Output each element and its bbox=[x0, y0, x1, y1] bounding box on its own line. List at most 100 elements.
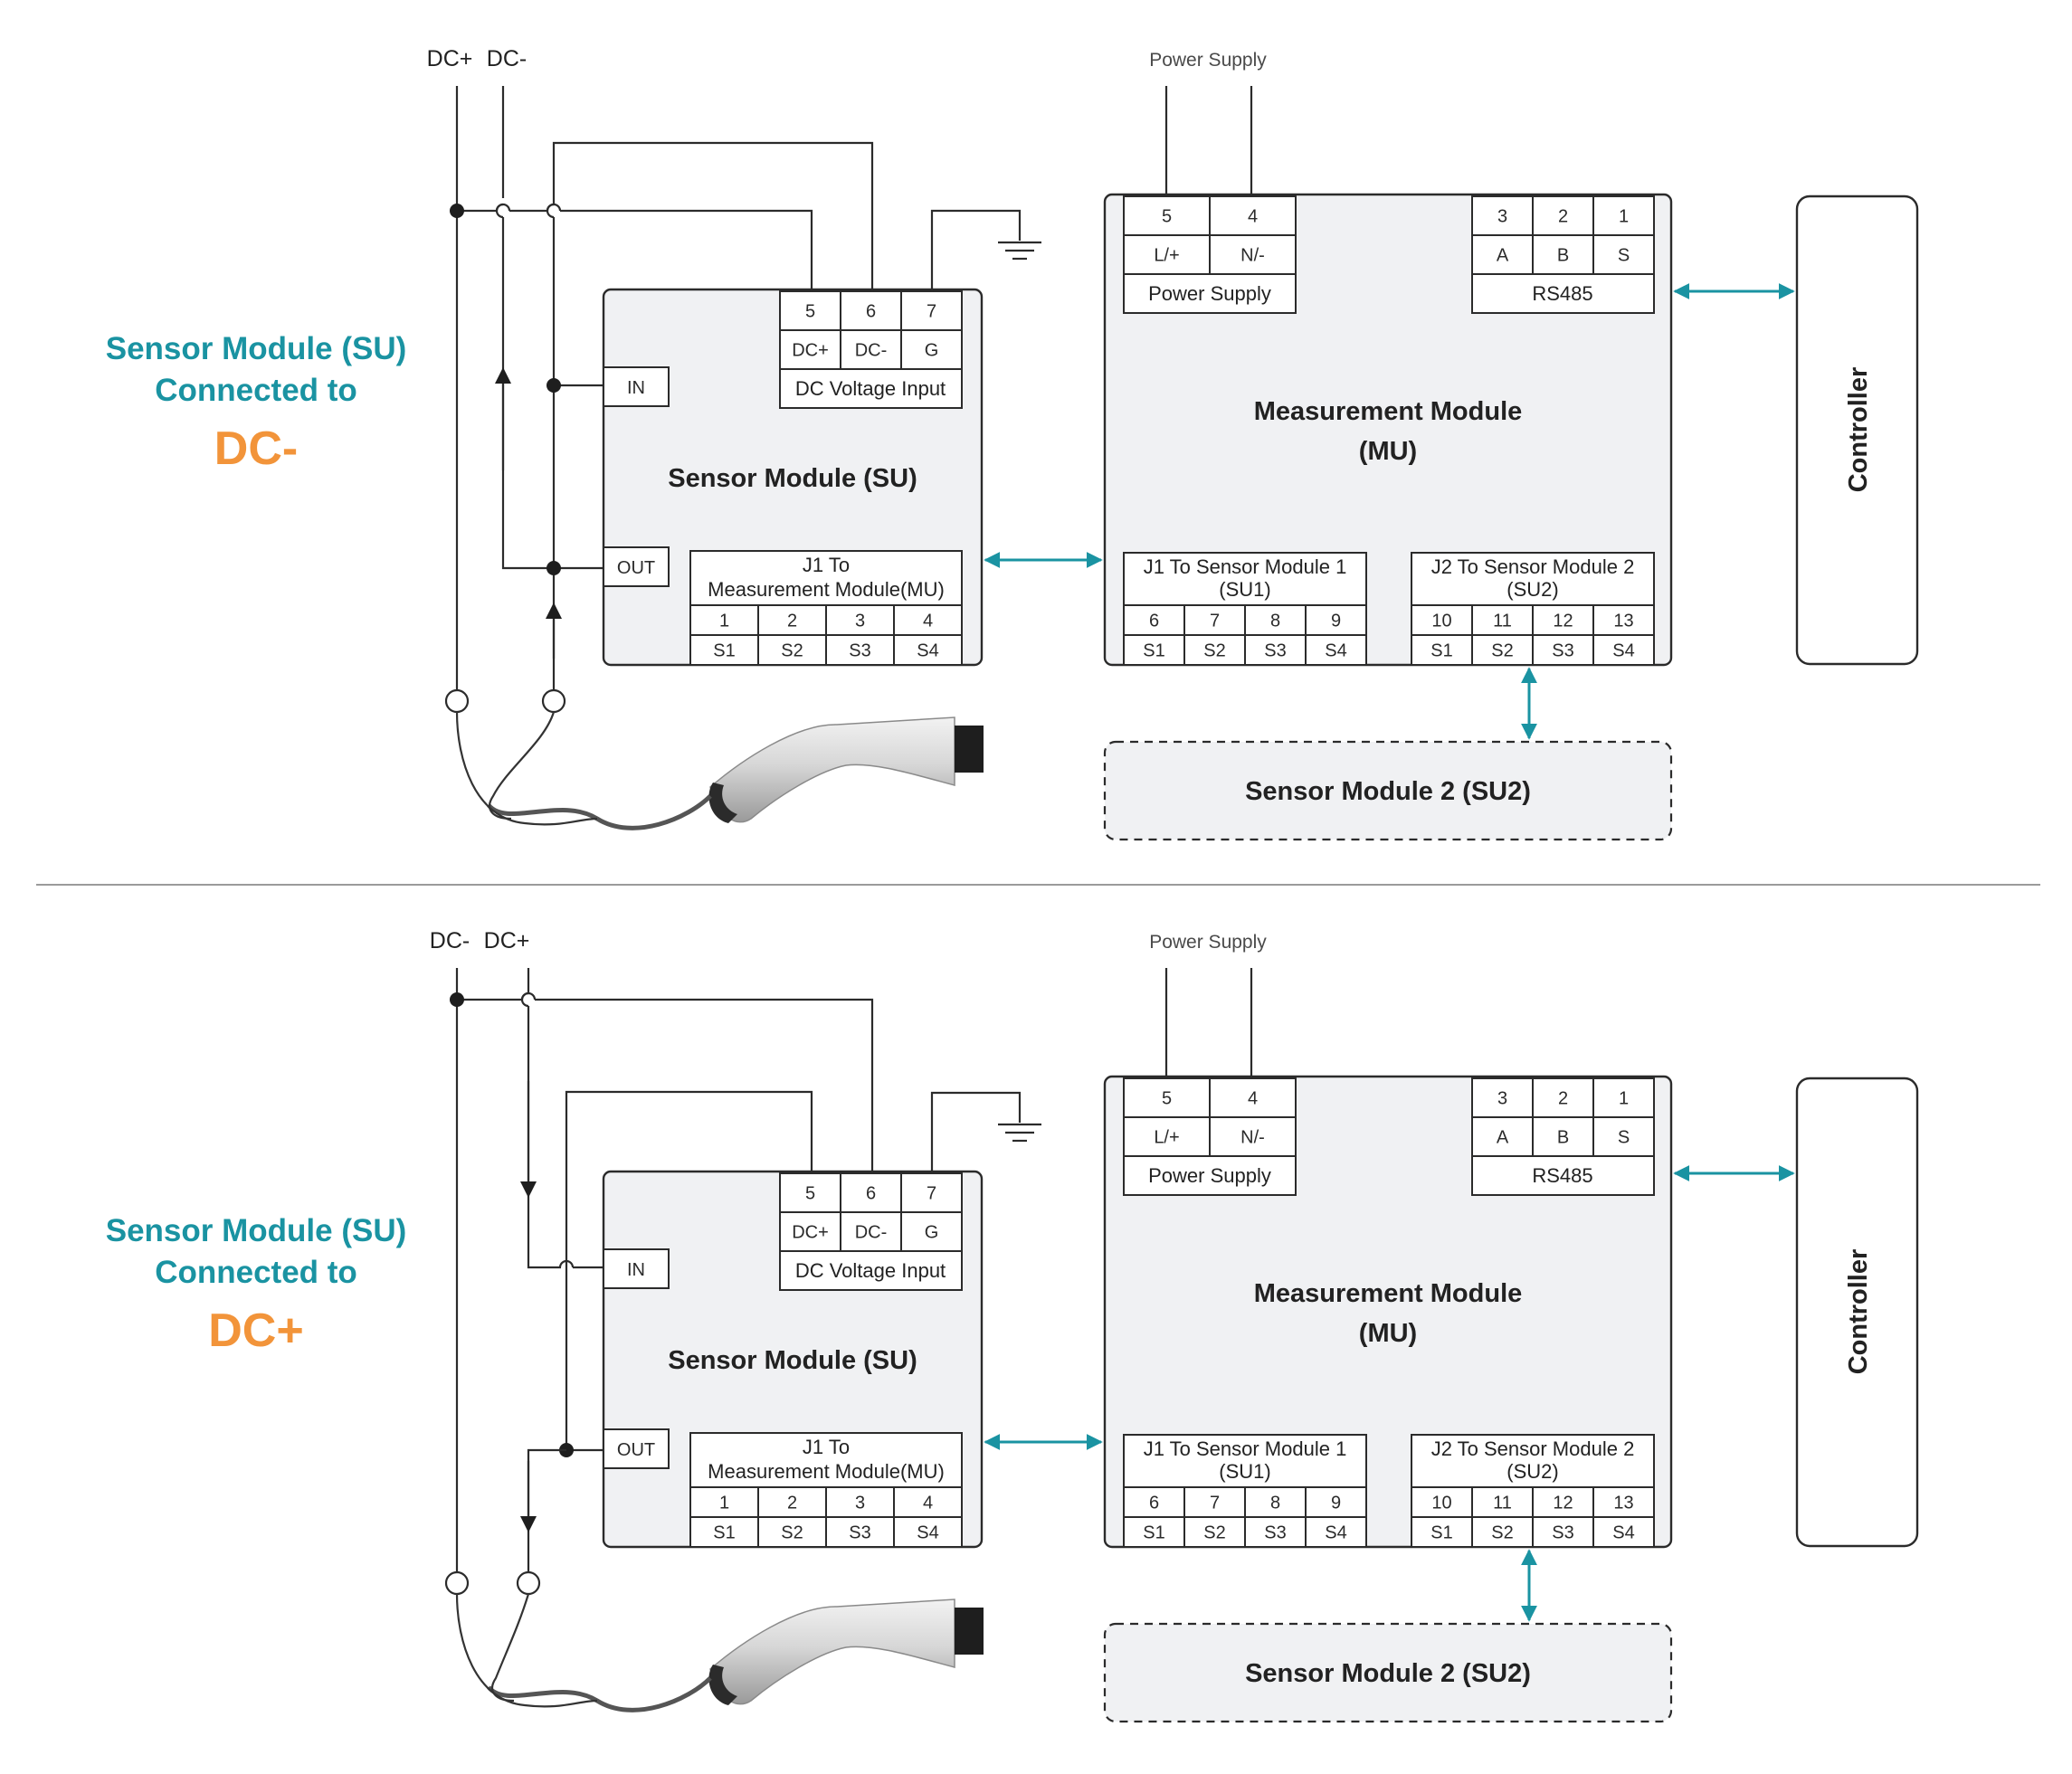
sensor-module-2-label: Sensor Module 2 (SU2) bbox=[1245, 1659, 1531, 1688]
bus-label-1: DC- bbox=[430, 928, 470, 953]
mu-j2-pins-cell bbox=[1411, 634, 1473, 666]
mu-rs485-pins-signals: B bbox=[1557, 246, 1569, 266]
su-j1-caption-1: J1 To bbox=[803, 1436, 850, 1458]
mu-j2-caption-cell bbox=[1411, 552, 1655, 606]
mu-power-pins-signals: N/- bbox=[1240, 1128, 1265, 1148]
mu-power-pins-cell bbox=[1209, 195, 1297, 236]
controller-label: Controller bbox=[1844, 1249, 1873, 1375]
su-j1-pins-pins: 2 bbox=[787, 1494, 797, 1513]
mu-j1-pins-cell bbox=[1305, 1516, 1367, 1548]
wire-to-dc-plus-pin bbox=[560, 209, 813, 291]
wire-crossover bbox=[546, 203, 562, 212]
su-j1-pins-pins: 3 bbox=[855, 612, 865, 631]
mu-j2-pins-cell bbox=[1592, 604, 1655, 636]
su-j1-pins-cell bbox=[757, 604, 827, 636]
su-dc-input-pins-pins: 6 bbox=[866, 302, 876, 322]
su-dc-input-caption: DC Voltage Input bbox=[795, 1259, 946, 1282]
mu-rs485-pins-signals: S bbox=[1618, 246, 1630, 266]
mu-rs485-pins-cell bbox=[1532, 1116, 1594, 1157]
mu-power-pins-pins: 5 bbox=[1162, 1089, 1172, 1109]
mu-j2-pins-pins: 11 bbox=[1493, 612, 1512, 631]
plug-grip bbox=[708, 1665, 737, 1705]
mu-j1-pins-cell bbox=[1123, 634, 1185, 666]
side-label-big: DC- bbox=[214, 422, 298, 475]
su-j1-pins-signals: S1 bbox=[713, 641, 735, 661]
mu-power-pins-cell bbox=[1209, 1077, 1297, 1118]
mu-j2-pins-cell bbox=[1411, 1486, 1473, 1518]
su-j1-pins-signals: S2 bbox=[781, 1523, 803, 1543]
mu-power-caption-cell bbox=[1123, 273, 1297, 314]
su-dc-input-pins-pins: 5 bbox=[805, 302, 815, 322]
mu-rs485-pins-signals: B bbox=[1557, 1128, 1569, 1148]
mu-j2-pins-cell bbox=[1471, 1516, 1534, 1548]
mu-rs485-caption: RS485 bbox=[1532, 1164, 1592, 1187]
mu-j1-pins-pins: 9 bbox=[1331, 612, 1341, 631]
su-dc-input-pins-signals: G bbox=[925, 341, 939, 361]
measurement-module-title-1: Measurement Module bbox=[1254, 397, 1523, 426]
mu-j2-pins-cell bbox=[1471, 604, 1534, 636]
mu-rs485-pins-pins: 1 bbox=[1619, 1089, 1629, 1109]
mu-j2-pins-signals: S4 bbox=[1612, 1523, 1634, 1543]
terminal-ring bbox=[541, 688, 566, 714]
su-dc-input-pins-signals: DC- bbox=[855, 341, 888, 361]
mu-j1-pins-signals: S1 bbox=[1143, 641, 1164, 661]
mu-j2-caption-1: J2 To Sensor Module 2 bbox=[1431, 1437, 1635, 1460]
su-dc-input-pins-cell bbox=[840, 290, 902, 331]
measurement-module-title-1: Measurement Module bbox=[1254, 1279, 1523, 1308]
su-j1-caption-2: Measurement Module(MU) bbox=[708, 578, 945, 601]
bus-dc-plus-to-in bbox=[527, 1006, 561, 1269]
su-dc-input-pins-signals: G bbox=[925, 1223, 939, 1243]
mu-rs485-pins-pins: 3 bbox=[1497, 207, 1507, 227]
mu-j1-pins-cell bbox=[1244, 634, 1307, 666]
mu-j2-pins-signals: S1 bbox=[1430, 641, 1452, 661]
panel-dc-minus: Sensor Module (SU)Connected toDC-DC+DC-S… bbox=[106, 46, 1919, 841]
mu-j1-pins-signals: S4 bbox=[1325, 641, 1346, 661]
ground-wire bbox=[930, 209, 1022, 291]
cable-wire-2 bbox=[489, 711, 556, 821]
bus-dc-minus-to-out bbox=[501, 217, 604, 570]
su-j1-caption-cell bbox=[689, 550, 963, 606]
junction-dot bbox=[547, 561, 561, 575]
mu-j1-pins-cell bbox=[1183, 1516, 1246, 1548]
su-dc-input-pins-pins: 6 bbox=[866, 1184, 876, 1204]
cable-wire-2 bbox=[491, 1593, 530, 1703]
mu-j2-pins-cell bbox=[1592, 634, 1655, 666]
mu-j1-caption-2: (SU1) bbox=[1219, 1460, 1270, 1483]
controller-label: Controller bbox=[1844, 367, 1873, 493]
su-j1-pins-signals: S3 bbox=[849, 641, 870, 661]
mu-rs485-pins-cell bbox=[1471, 234, 1534, 275]
mu-rs485-pins-cell bbox=[1532, 234, 1594, 275]
mu-rs485-pins-signals: S bbox=[1618, 1128, 1630, 1148]
su-j1-pins-cell bbox=[689, 1516, 759, 1548]
su-j1-pins-pins: 4 bbox=[923, 612, 933, 631]
mu-power-pins-pins: 5 bbox=[1162, 207, 1172, 227]
su-j1-pins-cell bbox=[757, 634, 827, 666]
su-j1-caption-2: Measurement Module(MU) bbox=[708, 1460, 945, 1483]
side-label-line1: Sensor Module (SU) bbox=[106, 331, 407, 366]
measurement-module-title-2: (MU) bbox=[1359, 1319, 1417, 1348]
mu-j2-pins-pins: 13 bbox=[1613, 612, 1633, 631]
mu-rs485-pins-pins: 1 bbox=[1619, 207, 1629, 227]
ground-wire bbox=[930, 1091, 1022, 1173]
mu-j2-pins-pins: 10 bbox=[1431, 1494, 1451, 1513]
mu-j2-caption-2: (SU2) bbox=[1506, 578, 1558, 601]
sensor-module-title: Sensor Module (SU) bbox=[668, 464, 917, 493]
power-supply-label: Power Supply bbox=[1149, 932, 1267, 953]
mu-j1-pins-pins: 6 bbox=[1149, 1494, 1159, 1513]
wire-crossover bbox=[520, 991, 537, 1001]
mu-j1-caption-2: (SU1) bbox=[1219, 578, 1270, 601]
su-dc-input-caption-cell bbox=[779, 1250, 963, 1291]
mu-j2-pins-pins: 12 bbox=[1553, 1494, 1573, 1513]
sensor-module-2-label: Sensor Module 2 (SU2) bbox=[1245, 777, 1531, 806]
bus-label-2: DC- bbox=[487, 46, 527, 71]
mu-j1-pins-signals: S1 bbox=[1143, 1523, 1164, 1543]
su-j1-caption-1: J1 To bbox=[803, 554, 850, 576]
ground-icon bbox=[998, 1123, 1041, 1143]
sensor-module-2-box bbox=[1103, 1622, 1673, 1723]
side-label-line2: Connected to bbox=[155, 373, 357, 408]
mu-j2-pins-cell bbox=[1592, 1516, 1655, 1548]
